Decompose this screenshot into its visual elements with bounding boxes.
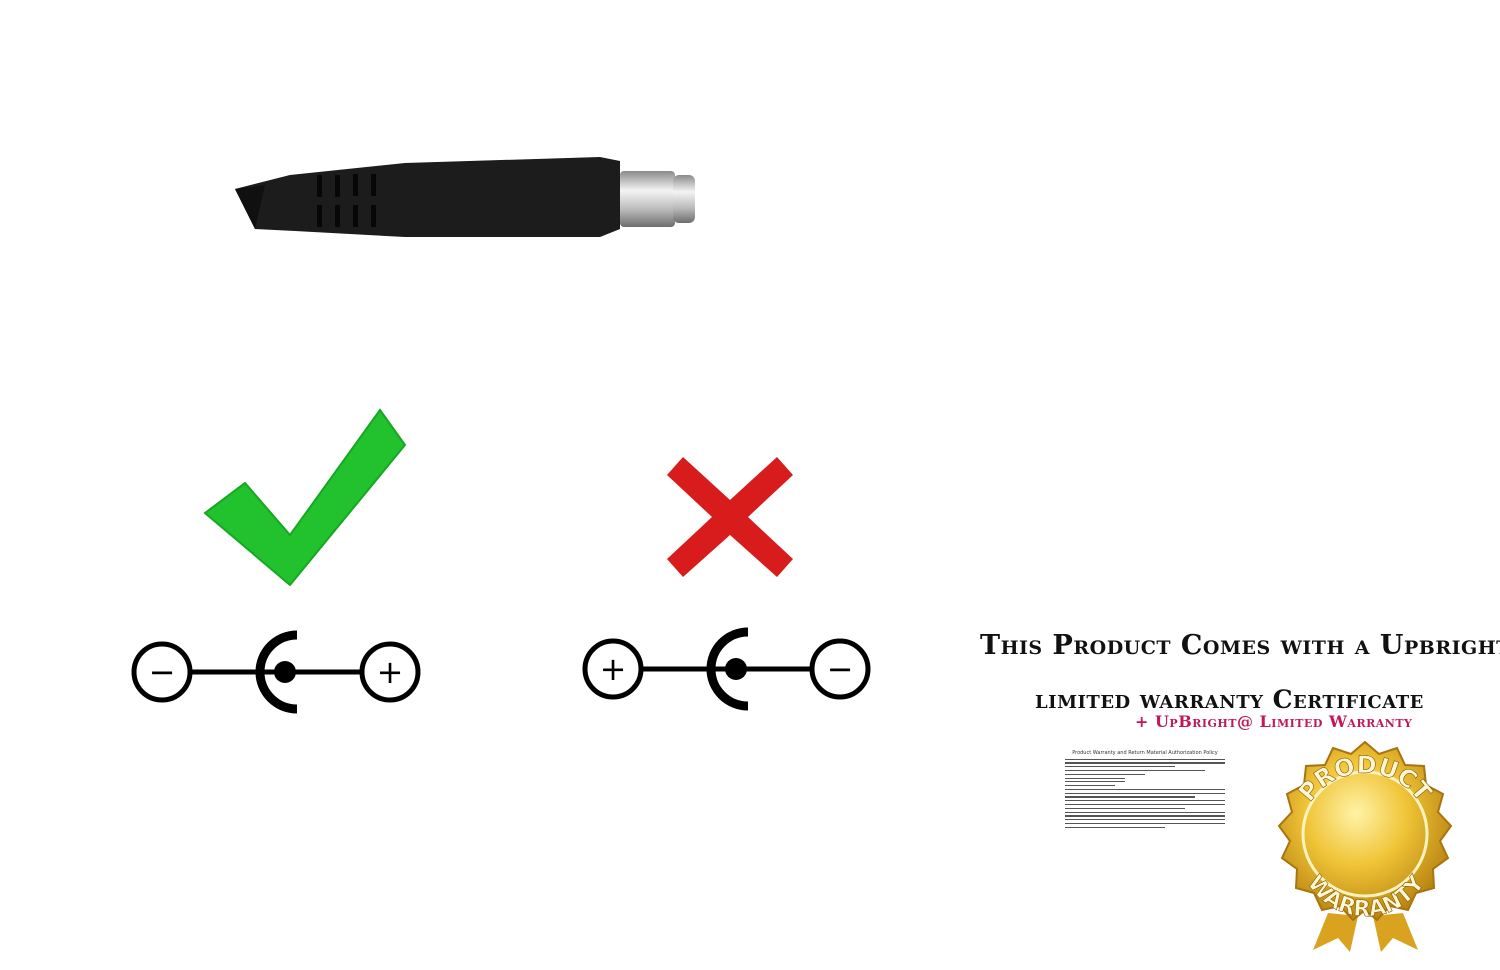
red-cross-icon: [665, 455, 795, 580]
polarity-diagram-center-positive: − +: [125, 625, 425, 720]
warranty-title-line2: limited warranty Certificate: [1035, 685, 1424, 714]
warranty-title-line1: This Product Comes with a Upbright®: [980, 630, 1500, 661]
warranty-document-thumbnail: Product Warranty and Return Material Aut…: [1055, 745, 1235, 890]
negative-sign: −: [149, 653, 176, 691]
negative-sign: −: [827, 650, 854, 688]
positive-sign: +: [600, 650, 627, 688]
positive-sign: +: [377, 653, 404, 691]
dc-barrel-plug-image: [225, 145, 705, 255]
green-checkmark-icon: [200, 405, 410, 590]
product-warranty-seal-icon: PRODUCT WARRANTY: [1258, 738, 1473, 953]
warranty-subtitle: + UpBright@ Limited Warranty: [1135, 712, 1413, 731]
polarity-diagram-center-negative: + −: [578, 622, 878, 717]
document-heading: Product Warranty and Return Material Aut…: [1072, 750, 1218, 756]
